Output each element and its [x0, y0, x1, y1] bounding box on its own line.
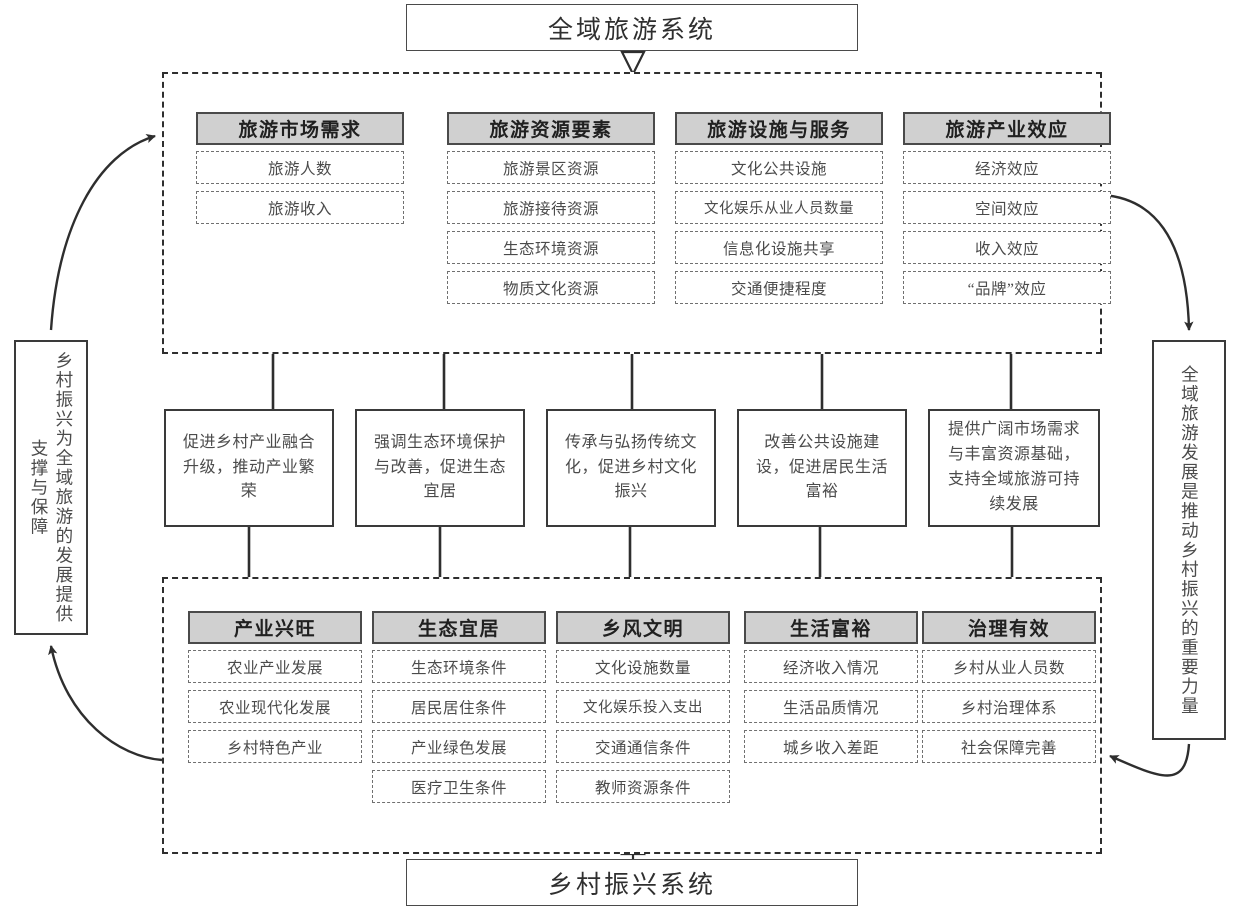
village-indicator[interactable]: 乡村治理体系	[922, 690, 1096, 723]
tourism-indicator[interactable]: 文化公共设施	[675, 151, 883, 184]
village-indicator[interactable]: 文化娱乐投入支出	[556, 690, 730, 723]
tourism-column-header[interactable]: 旅游设施与服务	[675, 112, 883, 145]
tourism-indicator[interactable]: 旅游人数	[196, 151, 404, 184]
village-indicator[interactable]: 乡村特色产业	[188, 730, 362, 763]
tourism-indicator[interactable]: 文化娱乐从业人员数量	[675, 191, 883, 224]
link-box-2[interactable]: 传承与弘扬传统文化，促进乡村文化振兴	[546, 409, 716, 527]
link-box-3[interactable]: 改善公共设施建设，促进居民生活富裕	[737, 409, 907, 527]
left-caption-text: 乡村振兴为全域旅游的发展提供支撑与保障	[29, 351, 74, 624]
tourism-indicator[interactable]: 生态环境资源	[447, 231, 655, 264]
tourism-indicator[interactable]: 信息化设施共享	[675, 231, 883, 264]
tourism-column-2: 旅游设施与服务 文化公共设施 文化娱乐从业人员数量 信息化设施共享 交通便捷程度	[675, 112, 883, 311]
tourism-column-header[interactable]: 旅游产业效应	[903, 112, 1111, 145]
tourism-indicator[interactable]: 旅游景区资源	[447, 151, 655, 184]
right-caption-text: 全域旅游发展是推动乡村振兴的重要力量	[1179, 364, 1200, 716]
tourism-indicator[interactable]: 物质文化资源	[447, 271, 655, 304]
village-column-1: 生态宜居 生态环境条件 居民居住条件 产业绿色发展 医疗卫生条件	[372, 611, 546, 810]
village-indicator[interactable]: 农业现代化发展	[188, 690, 362, 723]
top-system-title: 全域旅游系统	[406, 4, 858, 51]
tourism-column-header[interactable]: 旅游市场需求	[196, 112, 404, 145]
left-feedback-curve-lower	[48, 645, 163, 762]
village-column-header[interactable]: 生活富裕	[744, 611, 918, 644]
village-indicator[interactable]: 生态环境条件	[372, 650, 546, 683]
tourism-indicator[interactable]: 旅游接待资源	[447, 191, 655, 224]
village-indicator[interactable]: 经济收入情况	[744, 650, 918, 683]
link-box-0[interactable]: 促进乡村产业融合升级，推动产业繁荣	[164, 409, 334, 527]
village-column-header[interactable]: 治理有效	[922, 611, 1096, 644]
bottom-system-title: 乡村振兴系统	[406, 859, 858, 906]
village-indicator[interactable]: 农业产业发展	[188, 650, 362, 683]
tourism-indicator[interactable]: 收入效应	[903, 231, 1111, 264]
village-column-3: 生活富裕 经济收入情况 生活品质情况 城乡收入差距	[744, 611, 918, 770]
up-arrow-group	[266, 341, 1018, 409]
village-column-header[interactable]: 乡风文明	[556, 611, 730, 644]
village-indicator[interactable]: 交通通信条件	[556, 730, 730, 763]
village-column-header[interactable]: 产业兴旺	[188, 611, 362, 644]
tourism-column-1: 旅游资源要素 旅游景区资源 旅游接待资源 生态环境资源 物质文化资源	[447, 112, 655, 311]
village-indicator[interactable]: 乡村从业人员数	[922, 650, 1096, 683]
tourism-column-header[interactable]: 旅游资源要素	[447, 112, 655, 145]
tourism-column-0: 旅游市场需求 旅游人数 旅游收入	[196, 112, 404, 231]
village-system-panel: 产业兴旺 农业产业发展 农业现代化发展 乡村特色产业 生态宜居 生态环境条件 居…	[162, 577, 1102, 854]
village-indicator[interactable]: 文化设施数量	[556, 650, 730, 683]
left-feedback-curve-upper	[49, 133, 156, 331]
village-indicator[interactable]: 教师资源条件	[556, 770, 730, 803]
village-column-header[interactable]: 生态宜居	[372, 611, 546, 644]
village-column-2: 乡风文明 文化设施数量 文化娱乐投入支出 交通通信条件 教师资源条件	[556, 611, 730, 810]
left-caption-box: 乡村振兴为全域旅游的发展提供支撑与保障	[14, 340, 88, 635]
tourism-indicator[interactable]: 旅游收入	[196, 191, 404, 224]
right-feedback-curve-lower	[1109, 743, 1191, 777]
village-indicator[interactable]: 社会保障完善	[922, 730, 1096, 763]
tourism-indicator[interactable]: “品牌”效应	[903, 271, 1111, 304]
tourism-indicator[interactable]: 交通便捷程度	[675, 271, 883, 304]
link-box-4[interactable]: 提供广阔市场需求与丰富资源基础，支持全域旅游可持续发展	[928, 409, 1100, 527]
village-indicator[interactable]: 医疗卫生条件	[372, 770, 546, 803]
right-feedback-curve-upper	[1101, 193, 1194, 331]
right-caption-box: 全域旅游发展是推动乡村振兴的重要力量	[1152, 340, 1226, 740]
village-indicator[interactable]: 产业绿色发展	[372, 730, 546, 763]
village-indicator[interactable]: 城乡收入差距	[744, 730, 918, 763]
village-indicator[interactable]: 居民居住条件	[372, 690, 546, 723]
village-column-4: 治理有效 乡村从业人员数 乡村治理体系 社会保障完善	[922, 611, 1096, 770]
tourism-indicator[interactable]: 经济效应	[903, 151, 1111, 184]
village-column-0: 产业兴旺 农业产业发展 农业现代化发展 乡村特色产业	[188, 611, 362, 770]
tourism-column-3: 旅游产业效应 经济效应 空间效应 收入效应 “品牌”效应	[903, 112, 1111, 311]
village-indicator[interactable]: 生活品质情况	[744, 690, 918, 723]
tourism-system-panel: 旅游市场需求 旅游人数 旅游收入 旅游资源要素 旅游景区资源 旅游接待资源 生态…	[162, 72, 1111, 354]
link-box-1[interactable]: 强调生态环境保护与改善，促进生态宜居	[355, 409, 525, 527]
tourism-indicator[interactable]: 空间效应	[903, 191, 1111, 224]
